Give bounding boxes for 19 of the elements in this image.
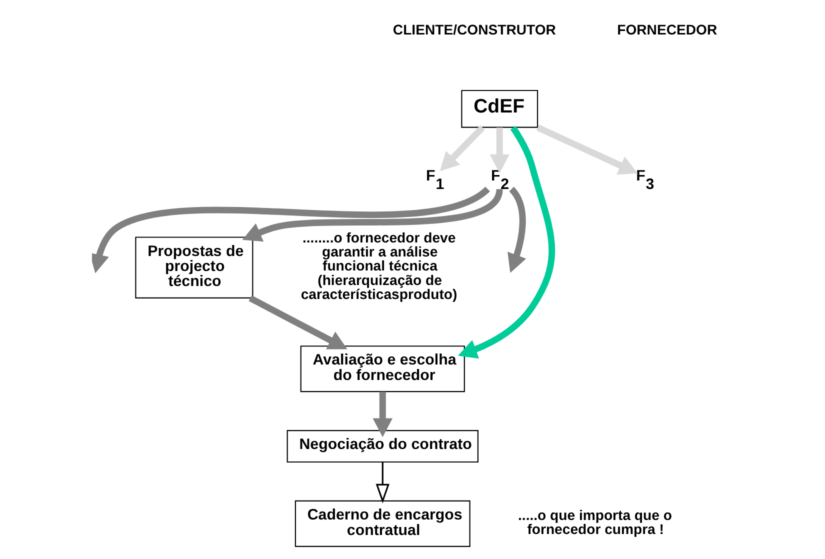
arrow	[458, 126, 556, 359]
arrow	[508, 187, 526, 273]
arrow	[490, 128, 510, 174]
node-box: CdEF	[461, 90, 538, 128]
label: CLIENTE/CONSTRUTOR	[392, 22, 556, 38]
label: ........o fornecedor deve garantir a análise funcional técnica (hierarquização de característicasproduto)	[300, 230, 458, 302]
label: FORNECEDOR	[617, 22, 718, 38]
arrow	[536, 124, 638, 175]
arrow	[372, 392, 393, 438]
node-box: Propostas de projecto técnico	[135, 236, 254, 298]
node-box: Avaliação e escolha do fornecedor	[300, 346, 465, 392]
arrow	[92, 186, 490, 274]
label: .....o que importa que o fornecedor cumpra !	[518, 506, 672, 537]
arrow	[248, 295, 348, 350]
arrow	[242, 188, 503, 242]
arrow	[440, 125, 485, 172]
arrow	[376, 462, 390, 504]
node-box: Caderno de encargos contratual	[294, 500, 470, 547]
node-box: Negociação do contrato	[286, 430, 478, 463]
